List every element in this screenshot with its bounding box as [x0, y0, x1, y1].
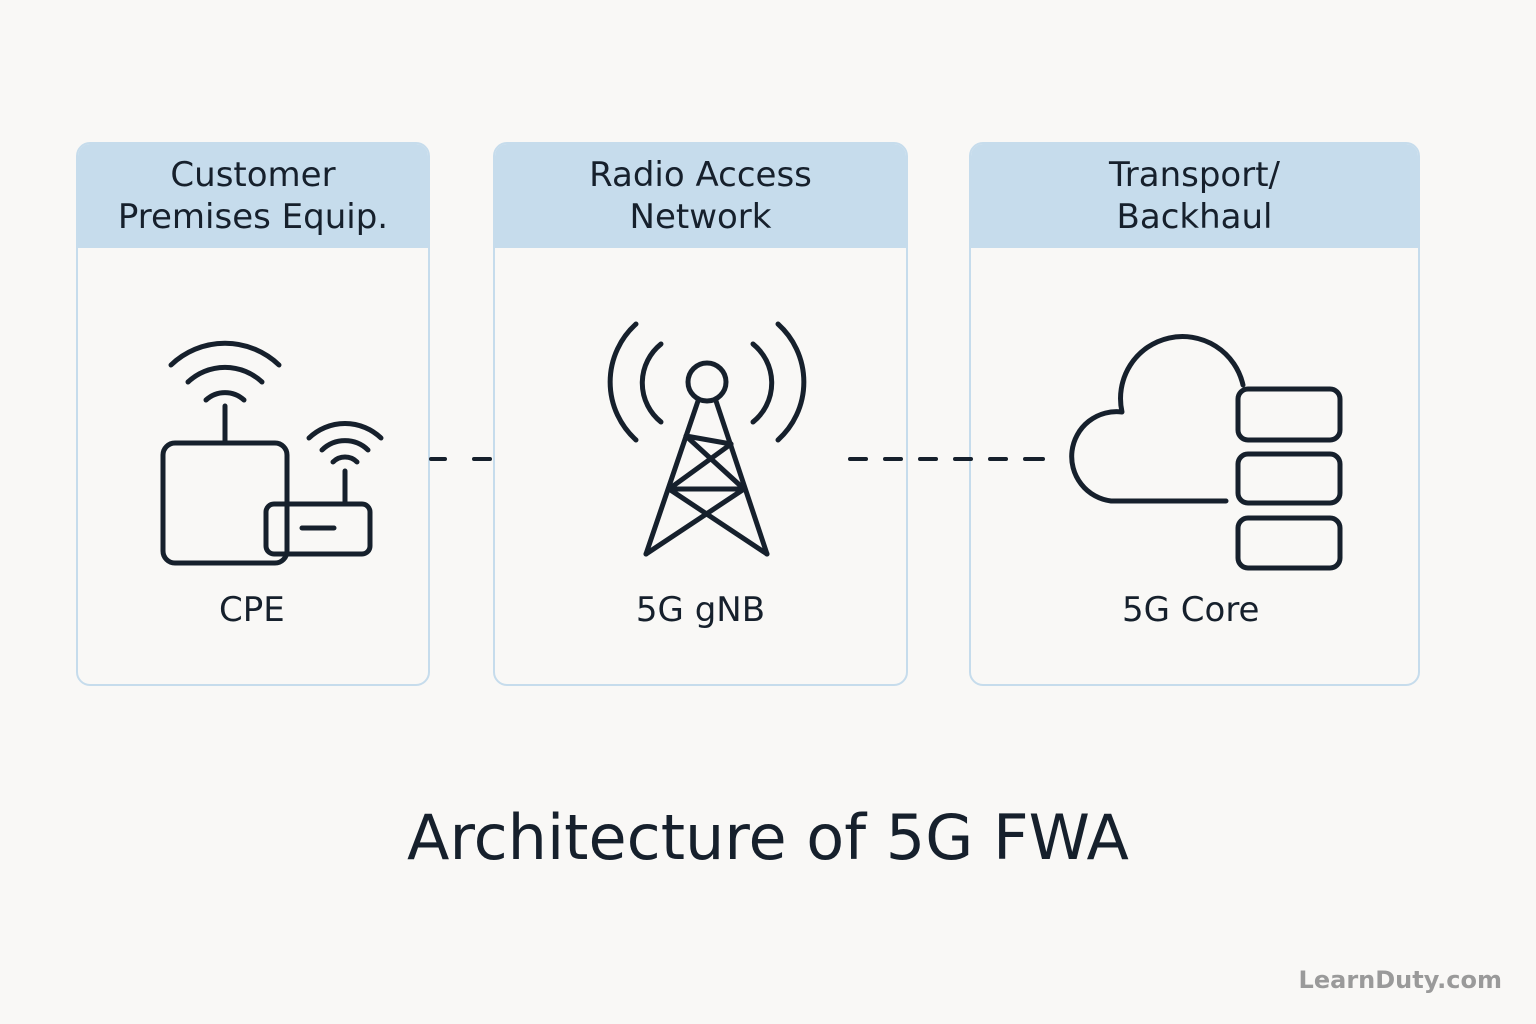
ran-header-line2: Network	[629, 197, 772, 237]
core-panel: Transport/ Backhaul 5G Core	[969, 142, 1420, 686]
cpe-label: CPE	[219, 590, 285, 630]
cpe-header-line2: Premises Equip.	[117, 197, 389, 237]
ran-panel: Radio Access Network 5G gNB	[493, 142, 908, 686]
router-wifi-icon	[160, 340, 384, 566]
cell-tower-icon	[607, 321, 807, 557]
core-header-line2: Backhaul	[1116, 197, 1273, 237]
cloud-servers-icon	[1069, 334, 1343, 571]
cpe-header-line1: Customer	[170, 155, 336, 195]
ran-header-line1: Radio Access	[589, 155, 812, 195]
cpe-panel-header: Customer Premises Equip.	[78, 144, 428, 248]
page-title: Architecture of 5G FWA	[407, 801, 1129, 874]
ran-label: 5G gNB	[635, 590, 766, 630]
cpe-panel: Customer Premises Equip. CPE	[76, 142, 430, 686]
ran-panel-header: Radio Access Network	[495, 144, 906, 248]
core-label: 5G Core	[1122, 590, 1260, 630]
core-panel-header: Transport/ Backhaul	[971, 144, 1418, 248]
watermark: LearnDuty.com	[1298, 966, 1502, 994]
core-header-line1: Transport/	[1109, 155, 1280, 195]
